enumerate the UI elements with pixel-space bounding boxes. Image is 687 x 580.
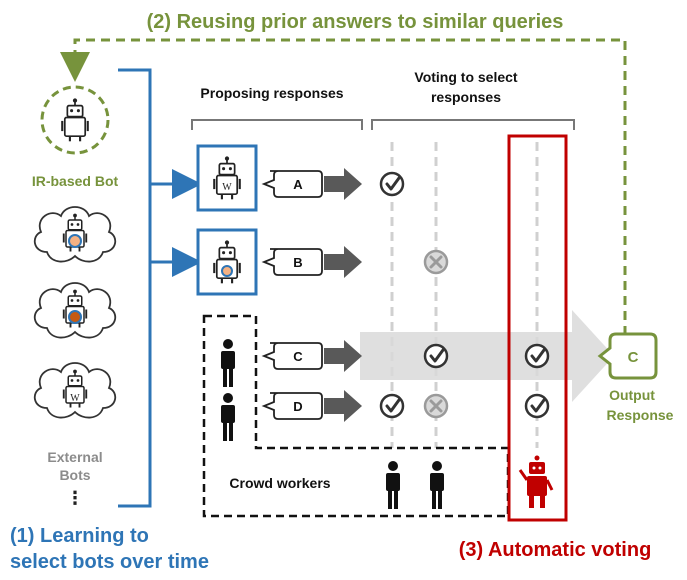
reuse-label: (2) Reusing prior answers to similar que… [147, 11, 564, 33]
person-icon [221, 393, 235, 441]
check-icon [524, 393, 550, 419]
check-icon [524, 343, 550, 369]
cross-icon [423, 249, 449, 275]
selected-response-arrow [360, 310, 614, 402]
proposing-label: Proposing responses [200, 85, 343, 101]
arrow-d [324, 390, 362, 422]
check-icon [379, 171, 405, 197]
external-bot-cloud-3: W [33, 362, 117, 419]
image-badge-icon [221, 265, 233, 277]
response-a-label: A [293, 177, 303, 192]
output-bubble [597, 332, 658, 380]
external-bots-label-line1: External [47, 449, 102, 465]
arrow-a [324, 168, 362, 200]
output-label-line1: Output [609, 387, 655, 403]
arrow-b [324, 246, 362, 278]
cross-icon [423, 393, 449, 419]
response-d-label: D [293, 399, 302, 414]
wiki-badge-icon: W [70, 393, 80, 404]
learning-label-line2: select bots over time [10, 551, 209, 573]
food-badge-icon [68, 310, 82, 324]
response-c-label: C [293, 349, 303, 364]
person-icon [221, 339, 235, 387]
voting-bracket [371, 119, 575, 130]
image-badge-icon [68, 234, 82, 248]
output-letter: C [628, 349, 639, 366]
check-icon [379, 393, 405, 419]
selector-bracket [118, 68, 152, 508]
more-bots-dots: ⋮ [66, 488, 84, 508]
output-label-line2: Response [607, 407, 674, 423]
voting-bot-icon [518, 455, 554, 508]
wiki-badge-icon: W [222, 182, 232, 193]
external-bot-cloud-2 [33, 282, 117, 339]
automatic-voting-box [507, 134, 568, 522]
voting-label-line2: responses [431, 89, 501, 105]
external-bot-cloud-1 [33, 206, 117, 263]
learning-label-line1: (1) Learning to [10, 525, 149, 547]
proposing-bracket [191, 119, 363, 130]
crowd-workers-label: Crowd workers [229, 475, 330, 491]
voting-label-line1: Voting to select [414, 69, 518, 85]
person-icon [386, 461, 400, 509]
person-icon [430, 461, 444, 509]
ir-bot-label: IR-based Bot [32, 173, 119, 189]
automatic-voting-label: (3) Automatic voting [459, 539, 652, 561]
external-bots-label-line2: Bots [59, 467, 90, 483]
response-b-label: B [293, 255, 302, 270]
check-icon [423, 343, 449, 369]
arrow-c [324, 340, 362, 372]
